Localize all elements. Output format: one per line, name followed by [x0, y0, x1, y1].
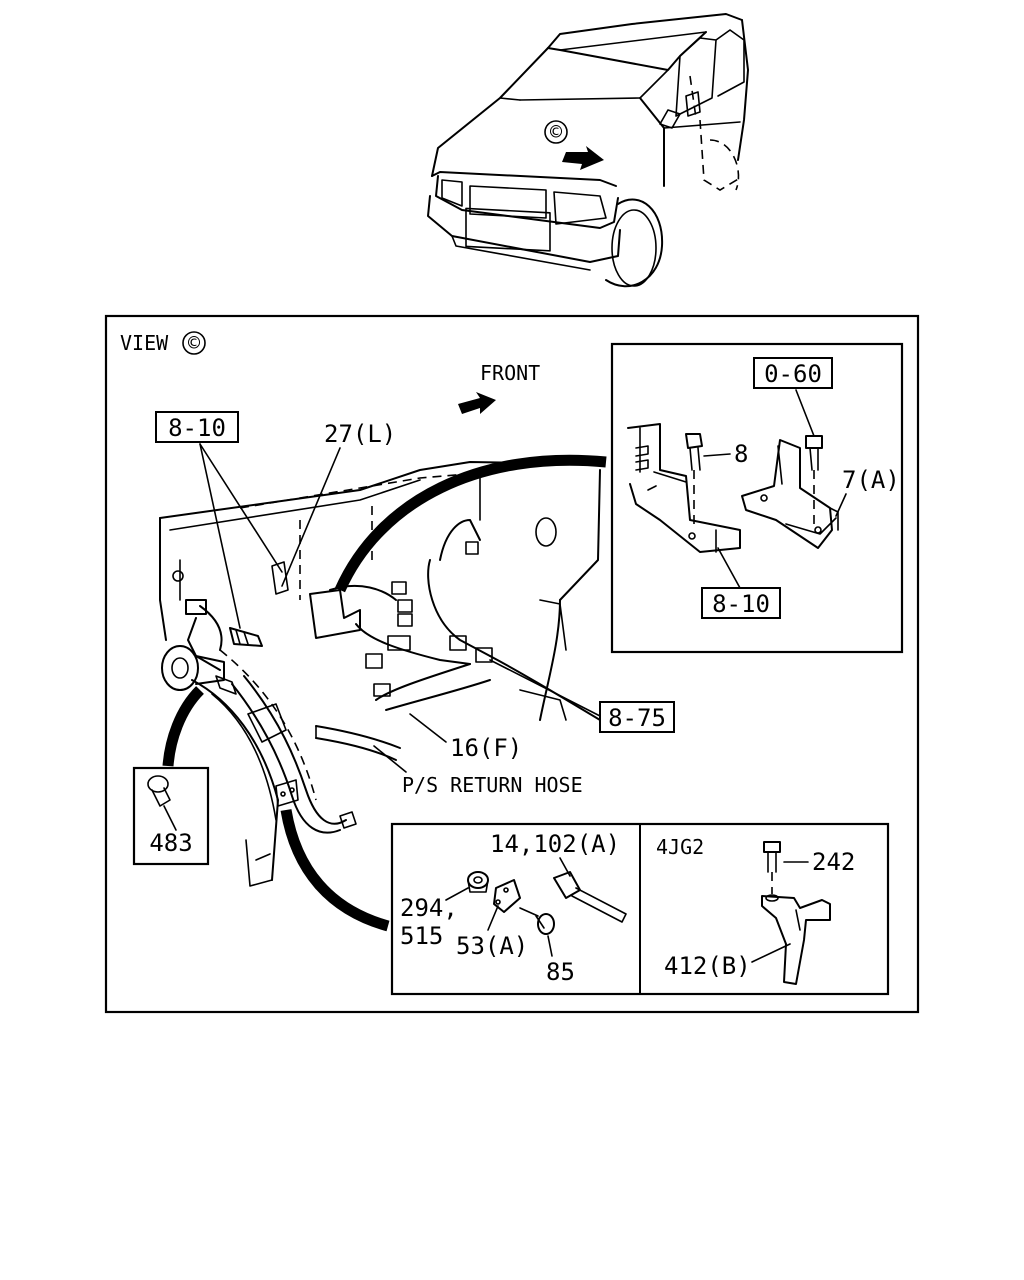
view-frame — [104, 314, 920, 1014]
front-arrow — [458, 392, 496, 414]
connector-curve-clips — [280, 809, 390, 932]
inset-483 — [132, 766, 210, 866]
bracket-412b-drawing — [761, 894, 831, 985]
label-4jg2: 4JG2 — [656, 835, 704, 859]
cable-tie-drawing — [553, 871, 627, 923]
bolt-242-drawing — [763, 841, 781, 894]
view-marker: © — [188, 331, 201, 355]
label-14-102a: 14,102(A) — [490, 830, 620, 858]
inset-bracket — [610, 342, 904, 654]
vehicle-illustration: © — [427, 13, 749, 288]
label-412b: 412(B) — [664, 952, 751, 980]
hose-clip-icon — [147, 775, 171, 807]
label-16-f: 16(F) — [450, 734, 522, 762]
clip-53a-drawing — [493, 879, 521, 913]
bolt-0-60-drawing — [805, 435, 823, 530]
engine-bay-illustration — [159, 461, 601, 887]
label-85: 85 — [546, 958, 575, 986]
bracket-8-10-drawing — [627, 423, 741, 553]
ref-0-60: 0-60 — [764, 360, 822, 388]
ref-8-10-inset: 8-10 — [712, 590, 770, 618]
label-8: 8 — [734, 440, 748, 468]
vehicle-view-marker: © — [550, 120, 563, 144]
label-7a: 7(A) — [842, 466, 900, 494]
ref-8-75: 8-75 — [608, 704, 666, 732]
label-483: 483 — [149, 829, 192, 857]
view-title: VIEW — [120, 331, 169, 355]
label-ps-return-hose: P/S RETURN HOSE — [402, 773, 583, 797]
connector-curve-bracket — [334, 454, 607, 593]
bracket-7a-drawing — [741, 439, 839, 549]
nut-drawing — [467, 871, 489, 893]
bolt-8-drawing — [685, 433, 703, 530]
label-27-l: 27(L) — [324, 420, 396, 448]
rivet-drawing — [519, 907, 555, 935]
front-label: FRONT — [480, 361, 540, 385]
vehicle-view-arrow — [562, 146, 604, 170]
label-515: 515 — [400, 922, 443, 950]
label-242: 242 — [812, 848, 855, 876]
connector-curve-483 — [162, 686, 205, 767]
ref-8-10-main: 8-10 — [168, 414, 226, 442]
label-53a: 53(A) — [456, 932, 528, 960]
